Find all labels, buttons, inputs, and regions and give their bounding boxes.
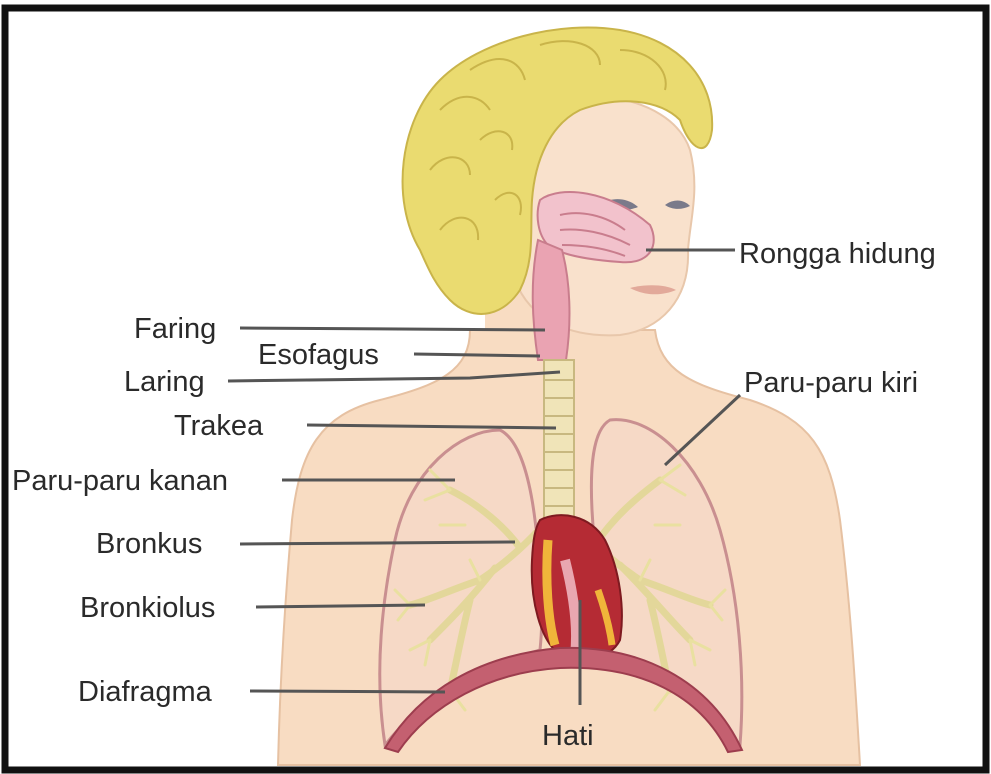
label-trakea: Trakea [174, 410, 264, 442]
label-paru-kanan: Paru-paru kanan [12, 465, 228, 497]
trachea [544, 360, 574, 530]
leader-bronkus [240, 542, 515, 544]
label-bronkus: Bronkus [96, 528, 202, 560]
leader-faring [240, 328, 545, 330]
label-esofagus: Esofagus [258, 339, 379, 371]
pharynx [533, 240, 570, 360]
label-faring: Faring [134, 313, 216, 345]
leader-esofagus [414, 354, 540, 356]
label-bronkiolus: Bronkiolus [80, 592, 215, 624]
label-laring: Laring [124, 366, 205, 398]
label-rongga-hidung: Rongga hidung [739, 238, 936, 270]
label-hati: Hati [542, 720, 594, 752]
label-paru-kiri: Paru-paru kiri [744, 367, 918, 399]
label-diafragma: Diafragma [78, 676, 213, 708]
leader-bronkiolus [256, 605, 425, 607]
leader-diafragma [250, 691, 445, 692]
